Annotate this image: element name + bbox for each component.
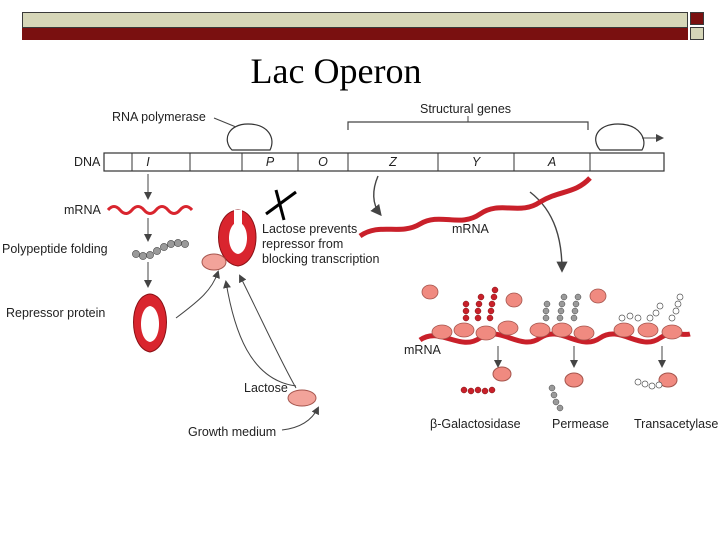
mrna-ribbon: [358, 176, 592, 239]
gene-label-o: O: [318, 155, 328, 169]
permease-label: Permease: [552, 417, 609, 431]
header-corner-square: [690, 27, 704, 40]
slide-header-accent: [22, 28, 688, 40]
blocked-cross-icon: [265, 189, 297, 221]
beta-galactosidase-label: β-Galactosidase: [430, 417, 521, 431]
nascent-peptides-red: [462, 286, 499, 322]
nascent-peptides-white: [618, 293, 684, 322]
polypeptide-chain: [132, 239, 189, 260]
gene-label-y: Y: [471, 155, 481, 169]
lactose-note-line-1: Lactose prevents: [262, 222, 358, 236]
permease-product: [548, 372, 584, 412]
header-corner-square: [690, 12, 704, 25]
mrna-label-lower: mRNA: [404, 343, 441, 357]
lactose-molecule: [287, 389, 317, 407]
transacetylase-product: [634, 372, 678, 390]
repressor-protein-label: Repressor protein: [6, 306, 106, 320]
polypeptide-folding-label: Polypeptide folding: [2, 242, 108, 256]
structural-genes-label: Structural genes: [420, 102, 512, 116]
rna-polymerase-shape: [595, 123, 645, 151]
lactose-note-line-3: blocking transcription: [262, 252, 380, 266]
mrna-wave-small: [106, 205, 194, 215]
structural-genes-bracket: [347, 121, 589, 130]
ribosomes: [421, 284, 683, 341]
dna-strand: [103, 152, 665, 172]
rna-polymerase-label: RNA polymerase: [112, 110, 206, 124]
gene-label-i: I: [146, 155, 150, 169]
mrna-label-right: mRNA: [452, 222, 489, 236]
mrna-label-left: mRNA: [64, 203, 101, 217]
slide-header-bar: [22, 12, 688, 28]
growth-medium-label: Growth medium: [188, 425, 277, 439]
lactose-note-line-2: repressor from: [262, 237, 344, 251]
dna-label: DNA: [74, 155, 101, 169]
beta-galactosidase-product: [460, 366, 512, 395]
nascent-peptides-gray: [542, 293, 582, 322]
gene-label-p: P: [265, 155, 275, 169]
repressor-protein-shape: [133, 293, 167, 353]
gene-label-a: A: [547, 155, 557, 169]
rna-polymerase-shape: [226, 123, 273, 151]
slide-title: Lac Operon: [250, 51, 422, 91]
gene-label-z: Z: [389, 155, 397, 169]
repressor-lactose-complex: [201, 209, 257, 271]
lactose-label: Lactose: [244, 381, 288, 395]
transacetylase-label: Transacetylase: [634, 417, 719, 431]
